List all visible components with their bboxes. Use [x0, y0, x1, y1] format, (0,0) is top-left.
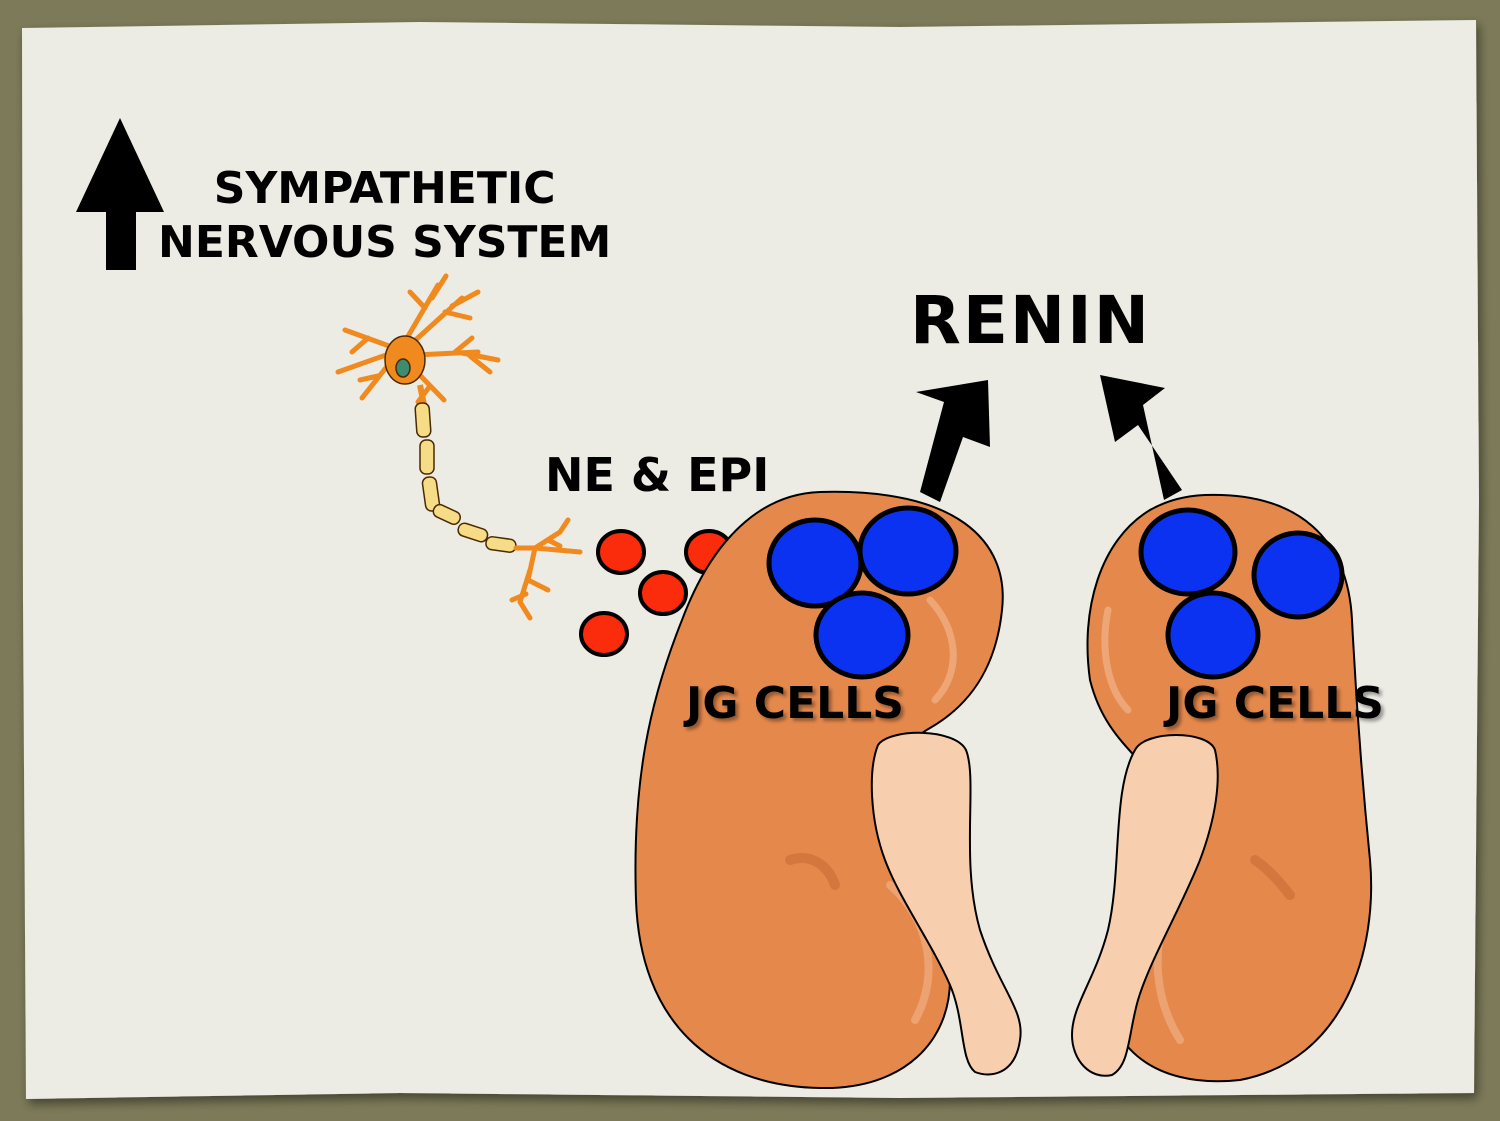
jg-cell — [813, 590, 911, 680]
kidney-left — [634, 490, 1022, 1090]
release-arrow-icon — [916, 375, 1182, 502]
renal-pelvis-left — [870, 731, 1022, 1076]
renal-pelvis-right — [1070, 734, 1219, 1077]
hormone-particle — [579, 611, 629, 657]
ne-epi-label: NE & EPI — [545, 448, 770, 502]
neuron-icon — [335, 273, 583, 621]
jg-cell — [1138, 507, 1238, 597]
up-arrow-icon — [76, 118, 164, 270]
hormone-particle — [638, 570, 688, 616]
sns-line-1: SYMPATHETIC — [213, 163, 556, 214]
renin-label: RENIN — [910, 282, 1151, 359]
jg-cell — [1251, 530, 1345, 620]
jg-cell — [1165, 590, 1261, 680]
sns-line-2: NERVOUS SYSTEM — [158, 217, 612, 268]
hormone-particle — [596, 529, 646, 575]
jg-cells-label-right: JG CELLS — [1166, 678, 1384, 729]
kidney-right — [1070, 493, 1373, 1083]
sympathetic-nervous-system-label: SYMPATHETIC NERVOUS SYSTEM — [158, 162, 611, 270]
jg-cells-label-left: JG CELLS — [686, 678, 904, 729]
jg-cell — [857, 505, 959, 597]
